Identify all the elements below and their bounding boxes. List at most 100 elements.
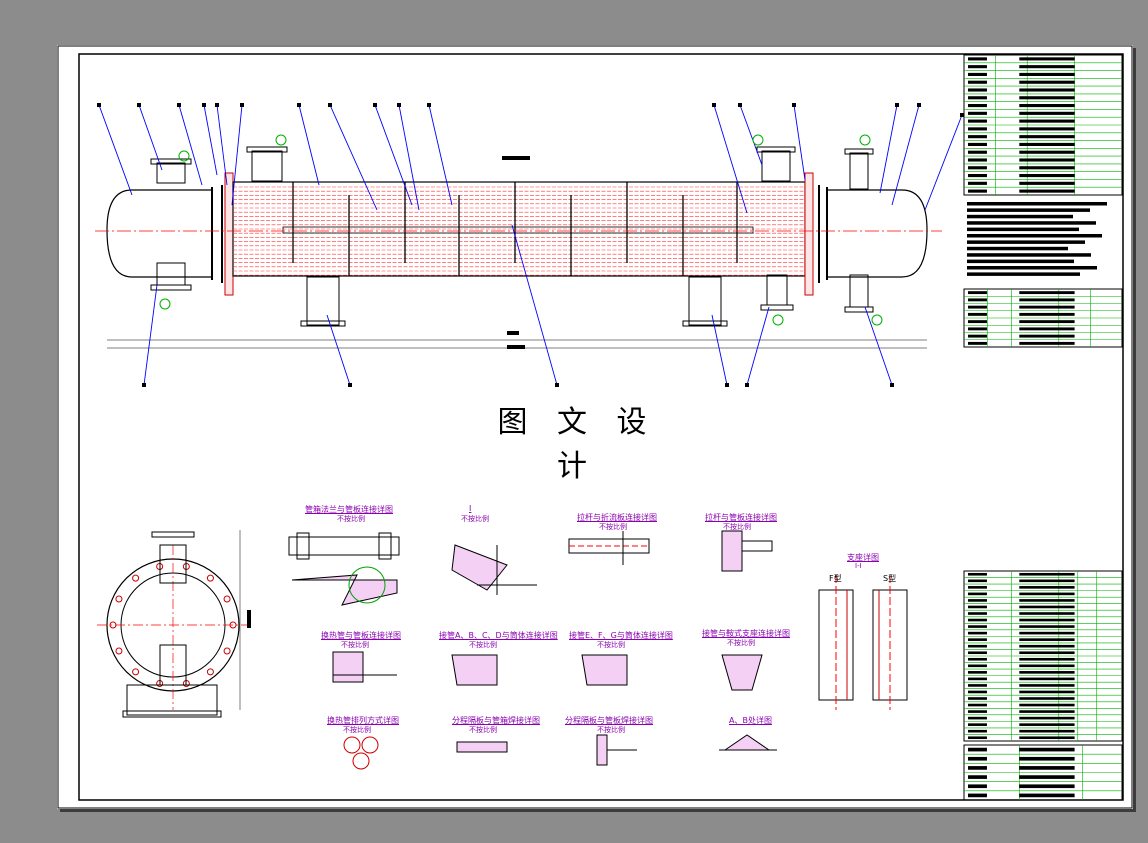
table-cell-mark xyxy=(968,80,987,84)
table-cell-mark xyxy=(968,756,987,761)
leader-tag xyxy=(555,383,559,387)
leader-line xyxy=(298,104,320,186)
leader-line xyxy=(428,104,453,206)
table-cell-mark xyxy=(968,181,987,185)
table-cell-mark xyxy=(968,111,987,115)
table-cell-mark xyxy=(1019,775,1075,779)
table-cell-mark xyxy=(1019,327,1075,331)
leader-line xyxy=(746,306,770,386)
table-cell-mark xyxy=(1019,651,1075,655)
detail-label-11: 分程隔板与管板焊接详图 xyxy=(565,716,653,725)
table-cell-mark xyxy=(968,651,987,655)
table-cell-mark xyxy=(1019,572,1075,576)
detail-scale-10: 不按比例 xyxy=(469,726,497,734)
table-cell-mark xyxy=(968,291,987,295)
table-cell-mark xyxy=(1019,181,1075,185)
note-line xyxy=(967,253,1091,257)
support-section: I-I xyxy=(855,562,862,570)
nozzle-callout xyxy=(859,134,871,146)
table-cell-mark xyxy=(968,189,987,193)
table-cell-mark xyxy=(1019,736,1075,740)
leader-line xyxy=(891,104,920,206)
table-cell-mark xyxy=(968,298,987,302)
table-cell-mark xyxy=(1019,291,1075,295)
table-cell-mark xyxy=(968,150,987,154)
leader-tag xyxy=(895,103,899,107)
table-cell-mark xyxy=(968,729,987,733)
table-cell-mark xyxy=(1019,142,1075,146)
table-cell-mark xyxy=(968,599,987,602)
note-line xyxy=(967,266,1097,270)
table-cell-mark xyxy=(1019,690,1075,694)
leader-line xyxy=(713,104,748,214)
leader-tag xyxy=(348,383,352,387)
note-line xyxy=(967,221,1096,225)
table-cell-mark xyxy=(968,341,987,345)
note-line xyxy=(967,202,1107,206)
tube-bundle xyxy=(233,186,805,276)
leader-tag xyxy=(890,383,894,387)
support-label: 支座详图 xyxy=(847,553,879,562)
table-cell-mark xyxy=(1019,166,1075,170)
bolt-hole xyxy=(132,574,140,582)
table-cell-mark xyxy=(968,684,987,687)
table-cell-mark xyxy=(968,142,987,146)
leader-line xyxy=(711,314,728,386)
table-cell-mark xyxy=(968,736,987,740)
detail-label-5: 换热管与管板连接详图 xyxy=(321,631,401,640)
bolt-hole xyxy=(115,595,123,603)
table-cell-mark xyxy=(1019,592,1075,596)
table-cell-mark xyxy=(968,703,987,707)
leader-line xyxy=(98,104,133,196)
table-cell-mark xyxy=(1019,72,1075,76)
table-cell-mark xyxy=(1019,671,1075,674)
detail-scale-8: 不按比例 xyxy=(727,639,755,647)
bolt-hole xyxy=(223,595,231,603)
detail-label-2: I xyxy=(469,504,472,513)
detail-label-7: 接管E、F、G与筒体连接详图 xyxy=(569,631,673,640)
detail-label-4: 拉杆与管板连接详图 xyxy=(705,513,777,522)
leader-line xyxy=(326,314,351,386)
note-line xyxy=(967,214,1073,219)
bolt-hole xyxy=(115,647,123,655)
table-cell-mark xyxy=(1019,57,1075,61)
leader-line xyxy=(374,104,413,206)
detail-label-1: 管箱法兰与管板连接详图 xyxy=(305,505,393,514)
table-cell-mark xyxy=(1019,298,1075,302)
leader-line xyxy=(879,104,898,194)
leader-tag xyxy=(427,103,431,107)
saddle-left xyxy=(306,276,340,326)
detail-label-10: 分程隔板与管箱焊接详图 xyxy=(452,716,540,725)
table-cell-mark xyxy=(1019,334,1075,338)
table-cell-mark xyxy=(968,158,987,162)
table-cell-mark xyxy=(1019,716,1075,720)
table-cell-mark xyxy=(968,657,987,661)
leader-tag xyxy=(712,103,716,107)
table-cell-mark xyxy=(968,72,987,76)
nozzle-callout xyxy=(178,150,190,162)
design-data-table xyxy=(963,54,1123,196)
leader-line xyxy=(511,224,558,386)
table-cell-mark xyxy=(968,572,987,576)
table-cell-mark xyxy=(968,784,987,789)
leader-tag xyxy=(397,103,401,107)
table-cell-mark xyxy=(1019,320,1075,324)
nozzle-table xyxy=(963,288,1123,348)
leader-line xyxy=(924,114,963,211)
detail-label-6: 接管A、B、C、D与筒体连接详图 xyxy=(439,631,558,640)
end-view xyxy=(97,530,251,718)
table-cell-mark xyxy=(1019,723,1075,726)
table-cell-mark xyxy=(968,644,987,648)
table-cell-mark xyxy=(1019,119,1075,123)
table-cell-mark xyxy=(968,605,987,609)
table-cell-mark xyxy=(968,710,987,713)
detail-scale-4: 不按比例 xyxy=(723,523,751,531)
table-cell-mark xyxy=(1019,612,1075,615)
leader-line xyxy=(739,104,763,166)
detail-scale-3: 不按比例 xyxy=(599,523,627,531)
table-cell-mark xyxy=(1019,747,1075,752)
leader-tag xyxy=(142,383,146,387)
leader-line xyxy=(203,104,218,176)
table-cell-mark xyxy=(1019,625,1075,628)
bolt-hole xyxy=(206,574,214,582)
